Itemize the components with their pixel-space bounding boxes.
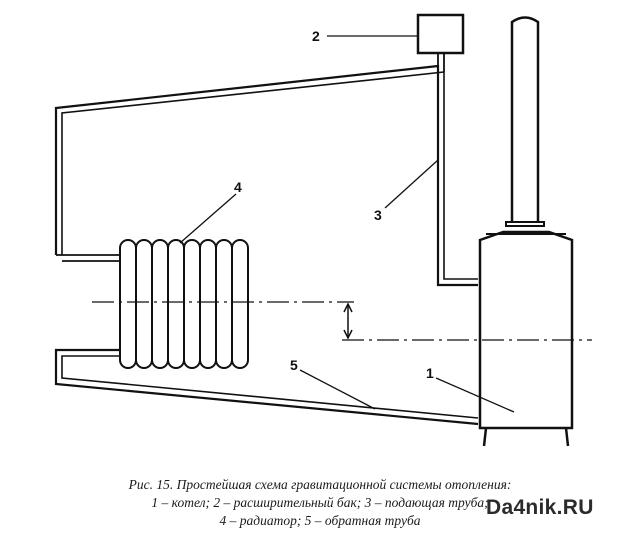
label-radiator: 4 (234, 179, 242, 195)
height-difference-dimension (343, 302, 353, 340)
caption-line-1: Рис. 15. Простейшая схема гравитационной… (128, 477, 512, 492)
boiler (478, 221, 574, 447)
chimney (510, 16, 540, 222)
label-supply-pipe: 3 (374, 207, 382, 223)
figure-caption: Рис. 15. Простейшая схема гравитационной… (0, 476, 640, 530)
radiator (119, 239, 249, 369)
caption-line-3: 4 – радиатор; 5 – обратная труба (219, 513, 421, 528)
return-pipe (54, 348, 479, 426)
watermark: Da4nik.RU (486, 496, 594, 519)
label-expansion-tank: 2 (312, 28, 320, 44)
expansion-tank (416, 13, 465, 55)
leader-line-4 (179, 193, 237, 244)
caption-line-2: 1 – котел; 2 – расширительный бак; 3 – п… (151, 495, 489, 510)
label-boiler: 1 (426, 365, 434, 381)
leader-line-3 (384, 159, 439, 209)
label-return-pipe: 5 (290, 357, 298, 373)
leader-line-1 (435, 377, 515, 413)
heating-diagram: 2 3 4 5 1 (54, 13, 592, 447)
leader-line-5 (299, 369, 376, 410)
